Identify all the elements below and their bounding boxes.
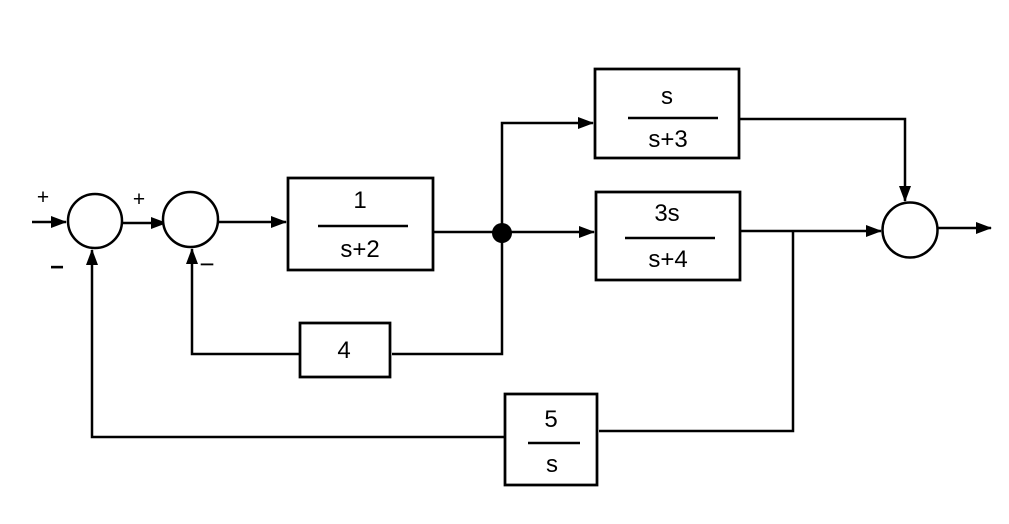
branch-point-dot [492,223,512,243]
junction2-plus-sign: + [133,188,145,211]
block-g2-denominator: s+3 [648,126,687,153]
junction1-minus-sign: − [50,254,64,281]
block-h2-denominator: s [546,451,558,478]
block-h1-rect [298,321,392,379]
block-h1-label: 4 [337,337,350,364]
summing-junction-2 [161,190,220,249]
input-plus-sign: + [37,186,49,209]
block-h2-rect [503,392,599,487]
branch-to-g2-line [500,117,594,232]
output-branch-to-h2-line [599,231,795,433]
summing-junction-1 [66,192,124,250]
junction2-minus-sign: − [199,249,214,279]
block-g1-numerator: 1 [353,187,366,214]
block-h2: 5 s [503,392,599,487]
block-g3-denominator: s+4 [648,246,687,273]
block-g2: s s+3 [593,67,741,160]
block-g1-rect [286,176,435,272]
block-g3: 3s s+4 [594,190,742,282]
block-g2-rect [593,67,741,160]
block-h1: 4 [298,321,392,379]
block-g1: 1 s+2 [286,176,435,272]
branch-down-to-h1-line [392,233,504,356]
block-h2-numerator: 5 [544,406,557,433]
summing-junction-output [881,201,939,259]
g2-to-output-junction-line [739,117,911,202]
h2-to-junction1-feedback-line [86,249,505,439]
block-g3-numerator: 3s [654,200,679,227]
h1-to-junction2-feedback-line [186,248,300,356]
block-g2-numerator: s [661,83,673,110]
block-g1-denominator: s+2 [340,236,379,263]
block-g3-rect [594,190,742,282]
